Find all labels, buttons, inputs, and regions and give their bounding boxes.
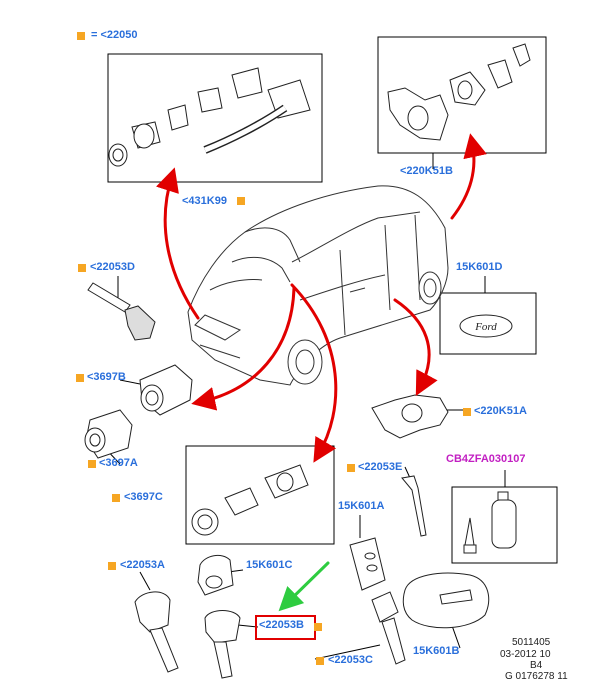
marker-431k99 (237, 197, 245, 205)
part-15k601b-fob (402, 572, 490, 629)
label-22053b[interactable]: <22053B (259, 619, 304, 631)
parts-431k99 (108, 67, 311, 167)
arrow-to-3697c (290, 283, 338, 463)
part-220k51a (371, 394, 449, 439)
marker-22053e (347, 464, 355, 472)
label-3697b[interactable]: <3697B (87, 371, 126, 383)
part-3697a (84, 409, 133, 459)
part-15k601c (197, 554, 234, 596)
label-3697a[interactable]: <3697A (99, 457, 138, 469)
marker-3697c (112, 494, 120, 502)
label-15k601c[interactable]: 15K601C (246, 559, 293, 571)
label-15k601a[interactable]: 15K601A (338, 500, 385, 512)
parts-cb4zfa030107 (463, 491, 517, 554)
part-22053d-blade (87, 282, 156, 341)
ford-logo-text: Ford (474, 321, 497, 333)
marker-22053b (314, 623, 322, 631)
label-220k51a[interactable]: <220K51A (474, 405, 527, 417)
part-15k601d-logo: Ford (459, 314, 513, 338)
legend-text: = <22050 (91, 29, 138, 41)
label-22053d[interactable]: <22053D (90, 261, 135, 273)
part-22053a-key (134, 591, 179, 673)
label-3697c[interactable]: <3697C (124, 491, 163, 503)
marker-22053a (108, 562, 116, 570)
arrow-to-431k99 (156, 167, 200, 320)
label-15k601b[interactable]: 15K601B (413, 645, 460, 657)
label-cb4zfa030107[interactable]: CB4ZFA030107 (446, 453, 526, 465)
box-220k51b (377, 36, 547, 154)
part-22053e (401, 475, 427, 537)
label-22053a[interactable]: <22053A (120, 559, 165, 571)
marker-22053d (78, 264, 86, 272)
red-arrows (156, 133, 487, 463)
arrow-to-220k51b (450, 133, 487, 220)
box-3697c (185, 445, 335, 545)
label-431k99[interactable]: <431K99 (182, 195, 227, 207)
marker-3697a (88, 460, 96, 468)
parts-3697c (191, 464, 309, 536)
part-22053c-key (371, 591, 406, 665)
footer-line-4: G 0176278 11 (505, 671, 568, 682)
legend-marker (77, 32, 85, 40)
marker-3697b (76, 374, 84, 382)
parts-220k51b (387, 43, 531, 141)
part-3697b (139, 364, 193, 416)
label-220k51b[interactable]: <220K51B (400, 165, 453, 177)
label-15k601d[interactable]: 15K601D (456, 261, 503, 273)
green-arrow (278, 561, 330, 612)
arrow-to-220k51a (393, 298, 438, 396)
arrow-to-3697b (191, 286, 296, 411)
car-illustration (187, 185, 449, 386)
part-15k601a-remote (349, 537, 386, 591)
footer-line-1: 5011405 (512, 637, 551, 648)
label-22053c[interactable]: <22053C (328, 654, 373, 666)
footer-line-2: 03-2012 10 (500, 649, 551, 660)
box-431k99 (107, 53, 323, 183)
marker-22053c (316, 657, 324, 665)
marker-220k51a (463, 408, 471, 416)
box-15k601d (439, 292, 537, 355)
footer-line-3: B4 (530, 660, 543, 671)
label-22053e[interactable]: <22053E (358, 461, 403, 473)
part-22053b-key (204, 610, 241, 679)
